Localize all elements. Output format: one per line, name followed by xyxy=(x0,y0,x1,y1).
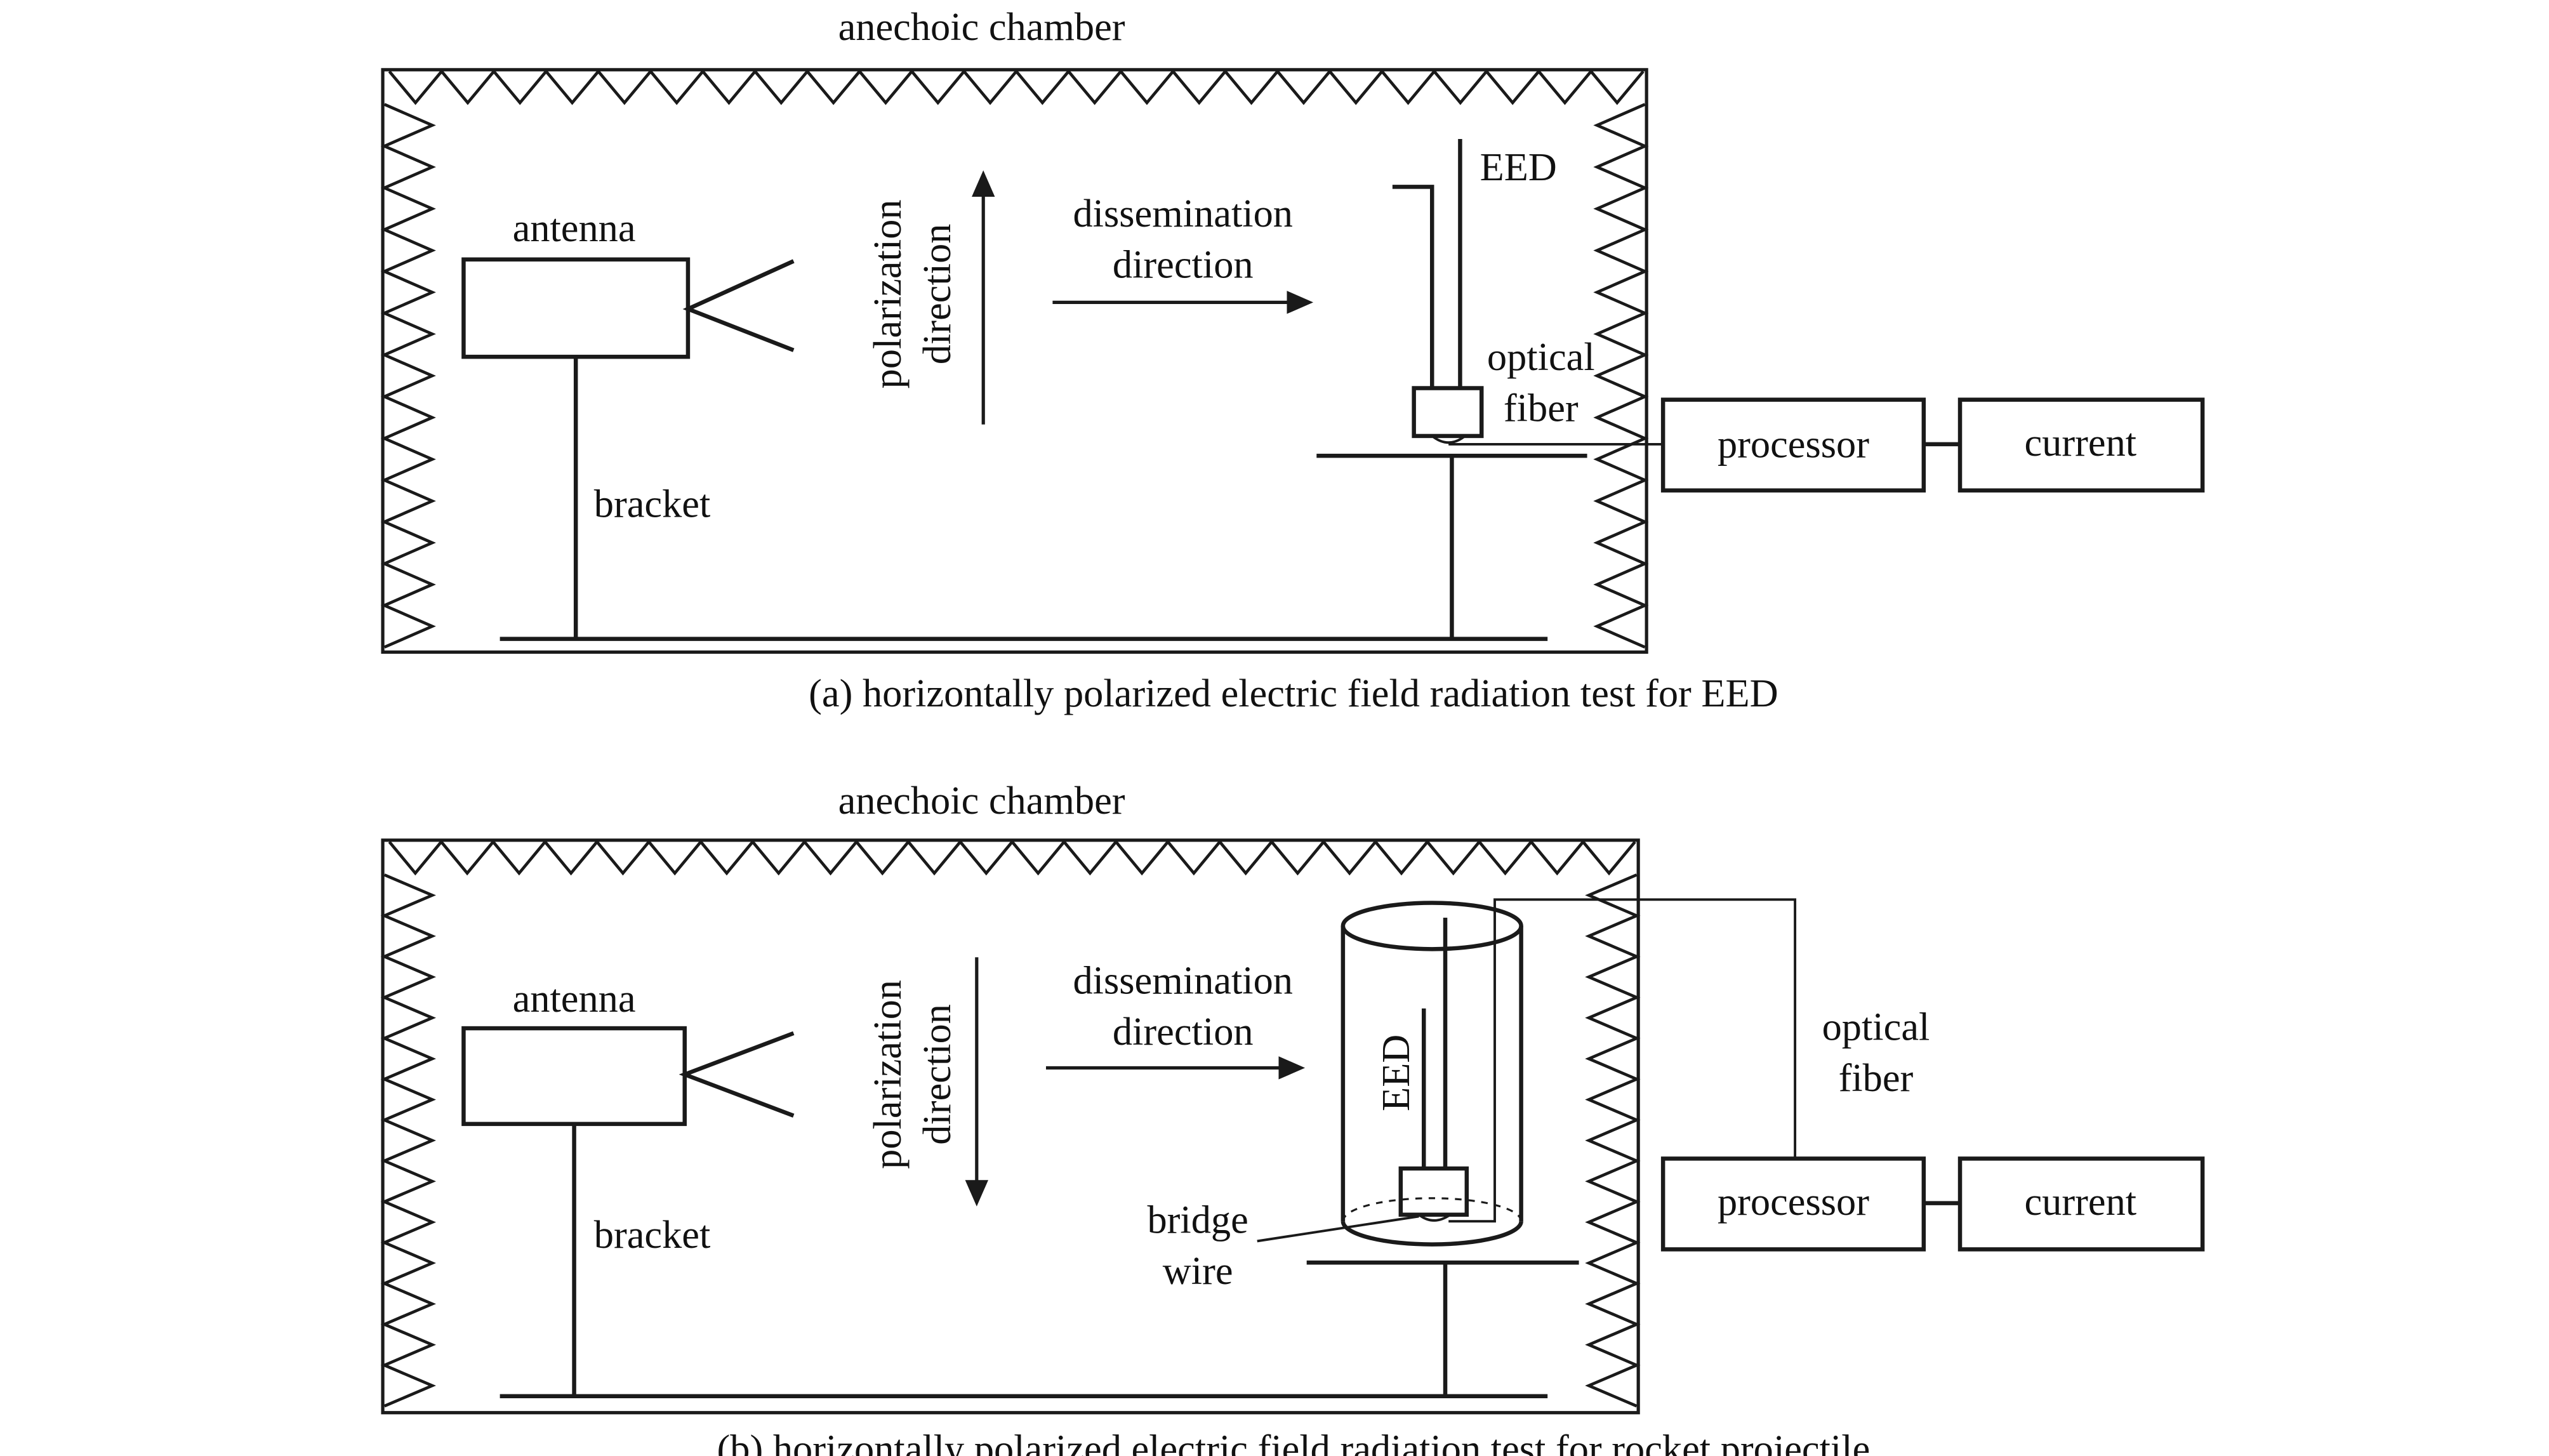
dissemination-label-1: dissemination xyxy=(1073,192,1293,235)
caption-a: (a) horizontally polarized electric fiel… xyxy=(809,672,1778,715)
optical-label-1: optical xyxy=(1822,1005,1930,1049)
eed-body xyxy=(1412,386,1484,439)
absorber-top xyxy=(388,839,1636,876)
bridge-label-1: bridge xyxy=(1147,1198,1248,1241)
antenna-horn xyxy=(682,259,795,352)
absorber-left xyxy=(380,103,436,649)
eed-label: EED xyxy=(1374,1035,1418,1111)
optical-label-2: fiber xyxy=(1504,387,1579,430)
dissemination-arrowhead xyxy=(1287,291,1314,314)
polarization-label-2: direction xyxy=(915,224,959,365)
anechoic-chamber-wall xyxy=(381,838,1640,1415)
optical-label-1: optical xyxy=(1487,335,1595,379)
anechoic-chamber-wall xyxy=(381,68,1648,654)
antenna xyxy=(461,257,691,359)
dissemination-label-1: dissemination xyxy=(1073,958,1293,1002)
panel-a: anechoic chamber antenna bracket polariz… xyxy=(380,5,2205,715)
polarization-label-1: polarization xyxy=(866,199,910,388)
rocket-bottom-front xyxy=(1341,1221,1523,1247)
absorber-top xyxy=(388,69,1645,105)
eed-label: EED xyxy=(1480,145,1557,189)
bridge-wire-tip xyxy=(1418,1214,1451,1222)
antenna-label: antenna xyxy=(513,977,636,1021)
current-box xyxy=(1957,397,2205,493)
polarization-arrowhead xyxy=(972,170,995,197)
antenna-horn xyxy=(679,1031,795,1118)
absorber-right xyxy=(1593,103,1649,649)
current-box xyxy=(1957,1156,2205,1252)
bridge-label-2: wire xyxy=(1163,1249,1233,1293)
polarization-arrowhead xyxy=(965,1180,989,1207)
absorber-left xyxy=(380,873,436,1408)
eed-lead-short xyxy=(1392,185,1434,390)
optical-fiber xyxy=(1448,898,1797,1223)
dissemination-label-2: direction xyxy=(1113,242,1254,286)
bridge-wire-pointer xyxy=(1257,1215,1419,1243)
caption-b: (b) horizontally polarized electric fiel… xyxy=(717,1427,1870,1456)
chamber-label: anechoic chamber xyxy=(838,779,1125,823)
bracket-label: bracket xyxy=(594,482,711,526)
bridge-wire-tip xyxy=(1431,435,1466,444)
panel-b: anechoic chamber antenna bracket polariz… xyxy=(380,779,2205,1456)
eed-body xyxy=(1398,1166,1469,1217)
bracket-label: bracket xyxy=(594,1213,711,1257)
current-label: current xyxy=(2024,1180,2136,1224)
rocket-bottom-back xyxy=(1342,1197,1523,1222)
dissemination-label-2: direction xyxy=(1113,1010,1254,1054)
optical-label-2: fiber xyxy=(1839,1056,1914,1100)
antenna-label: antenna xyxy=(513,206,636,250)
antenna xyxy=(461,1026,687,1127)
polarization-label-1: polarization xyxy=(866,980,910,1169)
absorber-right xyxy=(1585,873,1641,1408)
dissemination-arrowhead xyxy=(1278,1056,1306,1080)
chamber-label: anechoic chamber xyxy=(838,5,1125,49)
processor-label: processor xyxy=(1718,1180,1869,1224)
processor-label: processor xyxy=(1718,423,1869,467)
current-label: current xyxy=(2024,421,2136,465)
polarization-label-2: direction xyxy=(915,1004,959,1145)
